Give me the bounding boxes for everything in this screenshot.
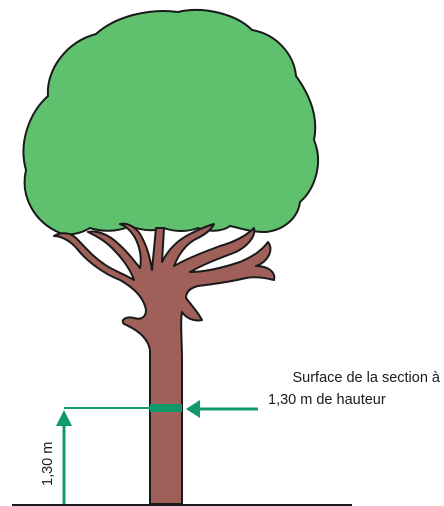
tree-crown — [22, 9, 319, 236]
caption-line-2: 1,30 m de hauteur — [268, 392, 386, 408]
tree-trunk — [53, 222, 276, 505]
section-band — [150, 404, 182, 412]
caption-line-1: Surface de la section à — [292, 370, 440, 386]
section-pointer-arrow-head — [186, 400, 200, 418]
height-arrow-head — [56, 410, 72, 426]
height-label: 1,30 m — [40, 441, 56, 486]
